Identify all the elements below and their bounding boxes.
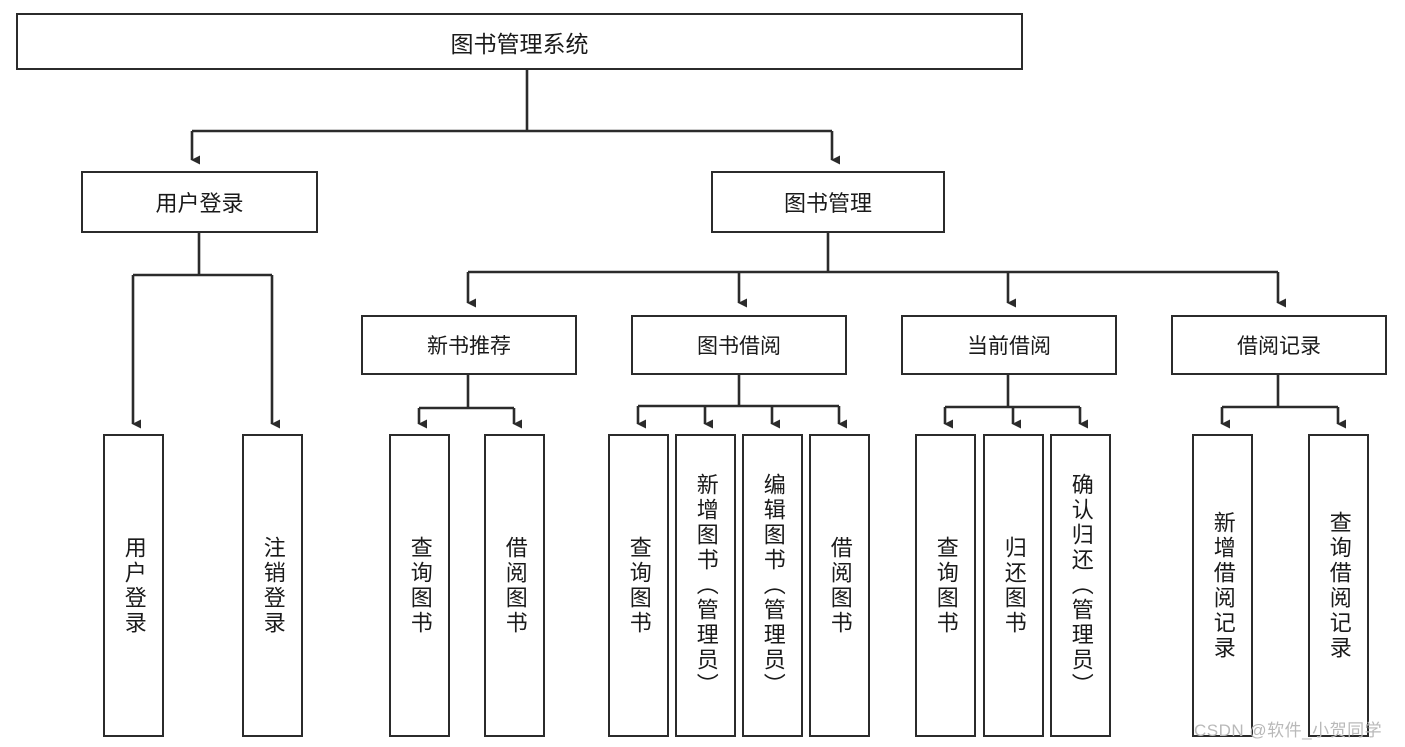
node-new-book-recommend[interactable]: 新书推荐	[361, 315, 577, 375]
node-label: 当前借阅	[967, 335, 1051, 358]
node-label: 借阅记录	[1237, 335, 1321, 358]
leaf-user-login-logout[interactable]: 注销登录	[242, 434, 303, 737]
node-label: 图书管理系统	[450, 30, 589, 57]
node-label: 用户登录	[155, 191, 244, 216]
leaf-book-borrow-query-book[interactable]: 查询图书	[608, 434, 669, 737]
node-label: 注销登录	[260, 535, 286, 636]
node-label: 查询借阅记录	[1326, 510, 1352, 661]
node-label: 查询图书	[407, 535, 433, 636]
leaf-book-borrow-borrow-book[interactable]: 借阅图书	[809, 434, 870, 737]
node-label: 借阅图书	[827, 535, 853, 636]
csdn-watermark: CSDN @软件_小贺同学	[1194, 721, 1383, 740]
leaf-current-borrow-confirm-return-admin[interactable]: 确认归还（管理员）	[1050, 434, 1111, 737]
node-label: 新增借阅记录	[1210, 510, 1236, 661]
node-label: 新增图书（管理员）	[693, 473, 719, 698]
leaf-user-login-login[interactable]: 用户登录	[103, 434, 164, 737]
node-label: 编辑图书（管理员）	[760, 473, 786, 698]
node-label: 归还图书	[1001, 535, 1027, 636]
node-borrow-record[interactable]: 借阅记录	[1171, 315, 1387, 375]
leaf-book-borrow-add-book-admin[interactable]: 新增图书（管理员）	[675, 434, 736, 737]
leaf-current-borrow-query-book[interactable]: 查询图书	[915, 434, 976, 737]
node-label: 新书推荐	[427, 335, 511, 358]
leaf-book-borrow-edit-book-admin[interactable]: 编辑图书（管理员）	[742, 434, 803, 737]
leaf-borrow-record-add-record[interactable]: 新增借阅记录	[1192, 434, 1253, 737]
node-root-book-management-system[interactable]: 图书管理系统	[16, 13, 1023, 70]
node-label: 查询图书	[933, 535, 959, 636]
node-book-management[interactable]: 图书管理	[711, 171, 945, 233]
node-label: 图书管理	[783, 191, 872, 216]
node-label: 确认归还（管理员）	[1068, 473, 1094, 698]
leaf-current-borrow-return-book[interactable]: 归还图书	[983, 434, 1044, 737]
node-label: 图书借阅	[697, 335, 781, 358]
node-label: 查询图书	[626, 535, 652, 636]
leaf-new-book-query-book[interactable]: 查询图书	[389, 434, 450, 737]
node-label: 借阅图书	[502, 535, 528, 636]
leaf-new-book-borrow-book[interactable]: 借阅图书	[484, 434, 545, 737]
node-book-borrow[interactable]: 图书借阅	[631, 315, 847, 375]
node-label: 用户登录	[121, 535, 147, 636]
node-current-borrow[interactable]: 当前借阅	[901, 315, 1117, 375]
node-user-login[interactable]: 用户登录	[81, 171, 318, 233]
leaf-borrow-record-query-record[interactable]: 查询借阅记录	[1308, 434, 1369, 737]
